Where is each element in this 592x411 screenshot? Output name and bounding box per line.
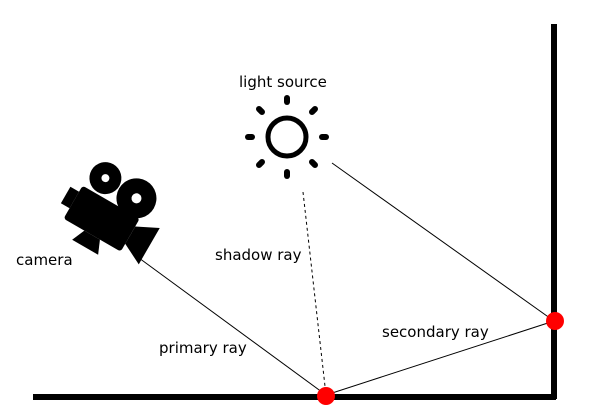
sun-icon [245,95,329,179]
wall-hit-point [546,312,564,330]
movie-camera-icon [60,162,160,265]
secondary-ray-line [325,320,555,396]
floor-hit-point [317,387,335,405]
secondary-ray-label: secondary ray [382,323,489,341]
light-to-wall-ray-line [331,162,555,322]
shadow-ray-line [302,191,327,396]
primary-ray-label: primary ray [159,339,247,357]
primary-ray-line [138,257,327,396]
light-source-label: light source [239,73,327,91]
shadow-ray-label: shadow ray [215,246,302,264]
camera-label: camera [16,251,73,269]
